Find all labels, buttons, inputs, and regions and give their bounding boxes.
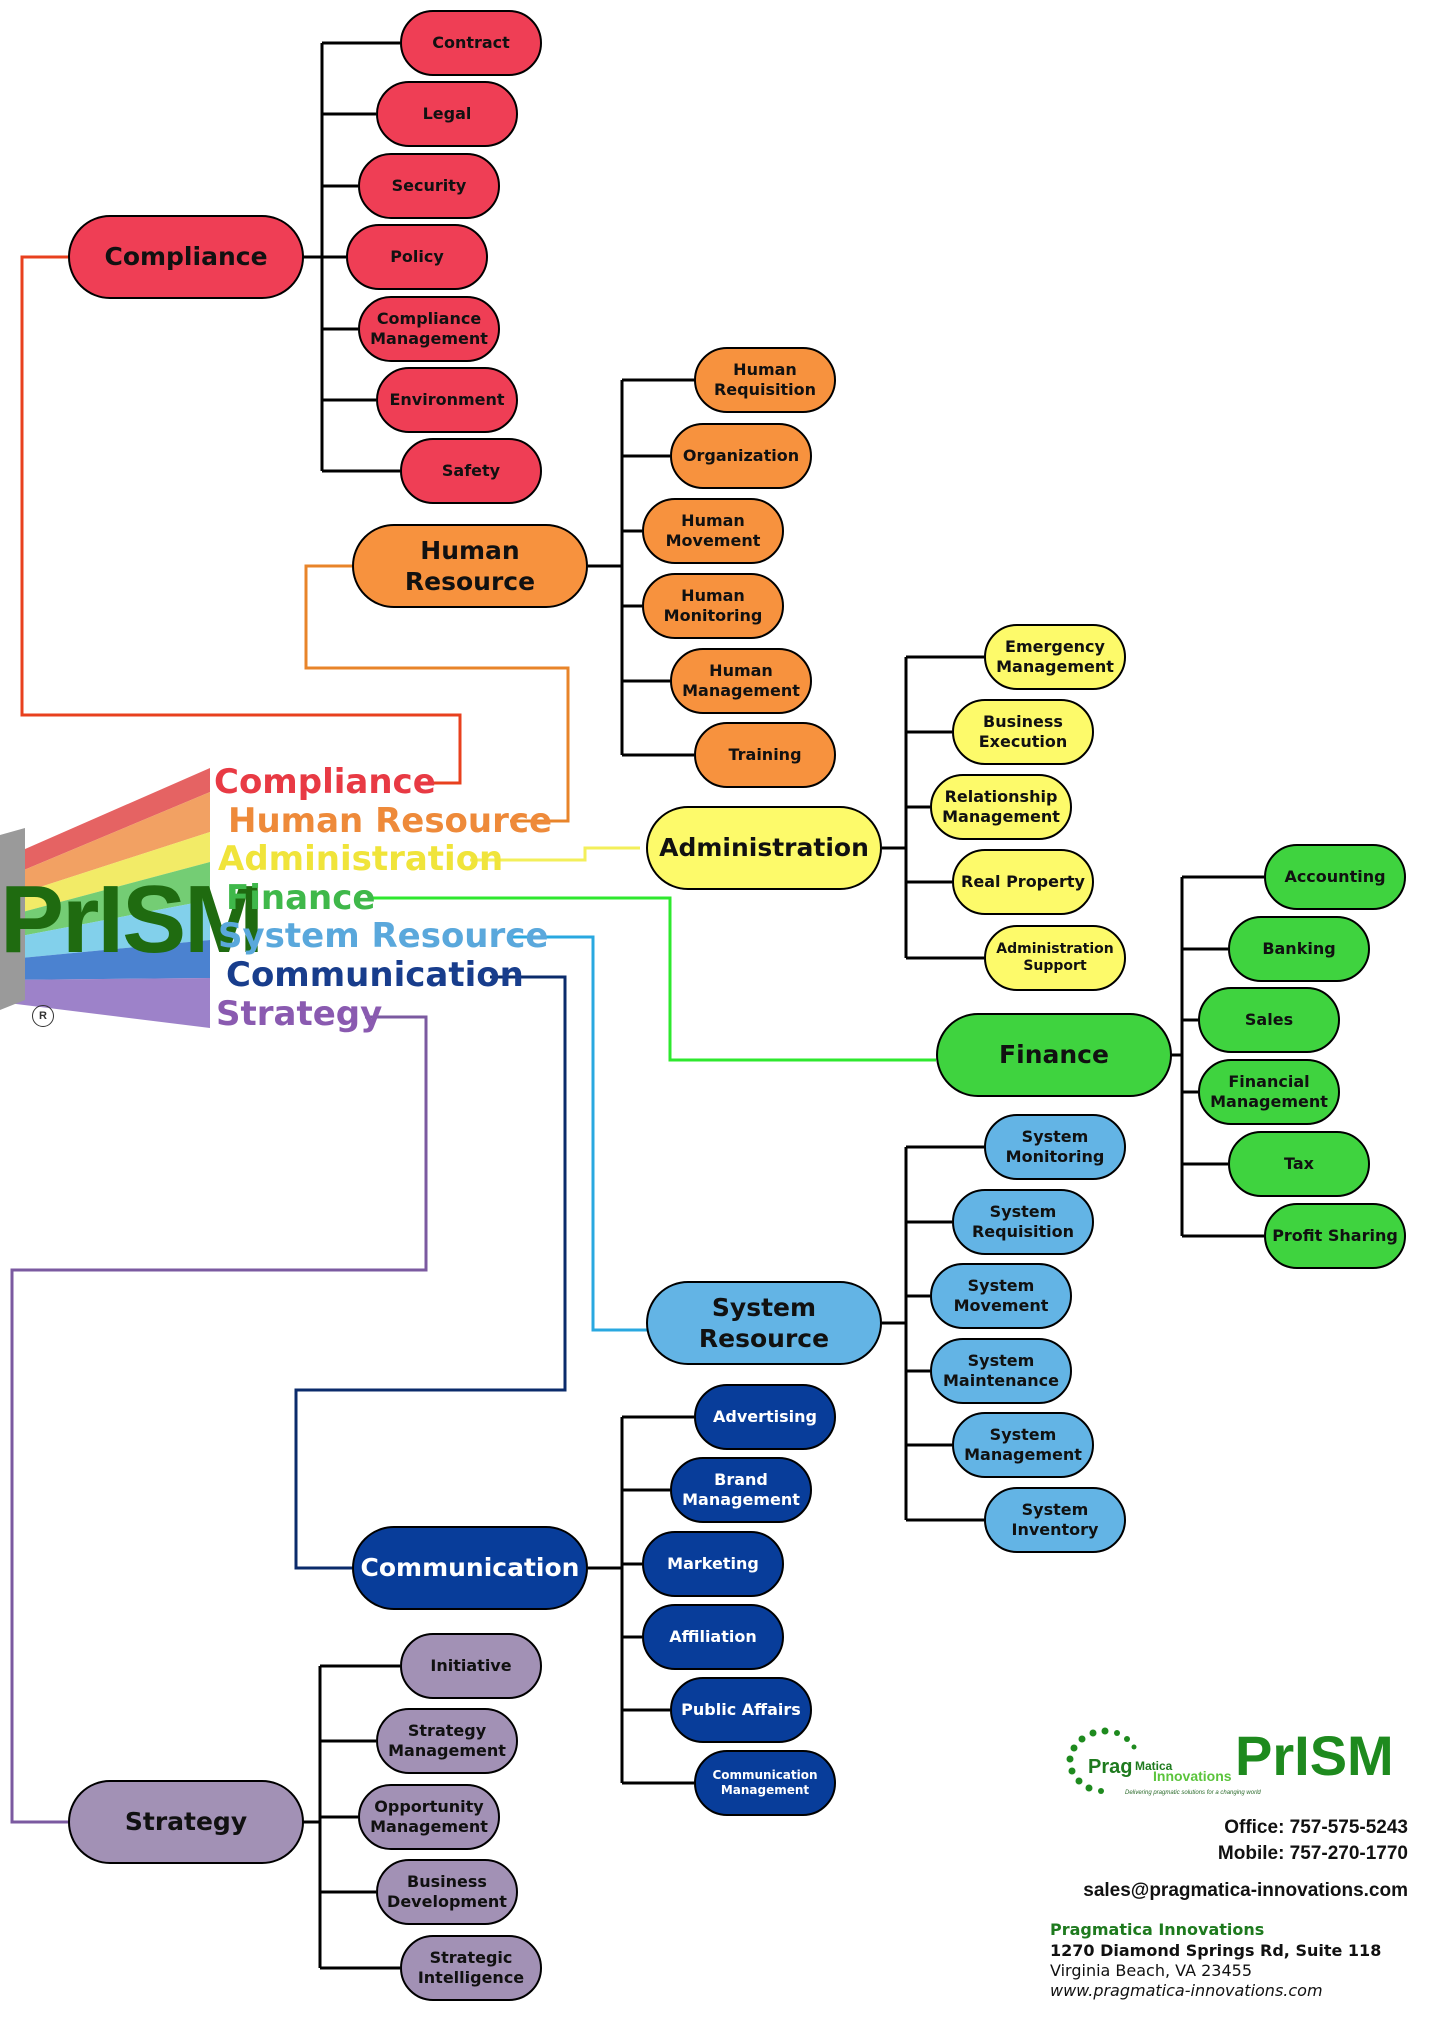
- registered-mark: R: [32, 1005, 54, 1027]
- node-advertising[interactable]: Advertising: [694, 1384, 836, 1450]
- node-banking[interactable]: Banking: [1228, 916, 1370, 982]
- footer-company: Pragmatica Innovations: [1050, 1920, 1265, 1939]
- node-system-maintenance[interactable]: System Maintenance: [930, 1338, 1072, 1404]
- human-resource-connector: [304, 564, 570, 823]
- node-business-development[interactable]: Business Development: [376, 1859, 518, 1925]
- node-finance[interactable]: Finance: [936, 1013, 1172, 1097]
- node-administration-support[interactable]: Administration Support: [984, 925, 1126, 991]
- prism-graphic: PrISM Compliance Human Resource Administ…: [0, 740, 552, 1040]
- prism-beam-icon: [0, 768, 210, 1028]
- node-policy[interactable]: Policy: [346, 224, 488, 290]
- pragmatica-tagline: Delivering pragmatic solutions for a cha…: [1125, 1790, 1261, 1796]
- node-financial-management[interactable]: Financial Management: [1198, 1059, 1340, 1125]
- node-security[interactable]: Security: [358, 153, 500, 219]
- node-strategy-management[interactable]: Strategy Management: [376, 1708, 518, 1774]
- node-communication-management[interactable]: Communication Management: [694, 1750, 836, 1816]
- prism-label-communication: Communication: [226, 955, 524, 995]
- node-human-movement[interactable]: Human Movement: [642, 498, 784, 564]
- node-brand-management[interactable]: Brand Management: [670, 1457, 812, 1523]
- node-administration[interactable]: Administration: [646, 806, 882, 890]
- footer-prism-name: PrISM: [1235, 1724, 1394, 1787]
- node-environment[interactable]: Environment: [376, 367, 518, 433]
- node-compliance-management[interactable]: Compliance Management: [358, 296, 500, 362]
- footer-mobile: Mobile: 757-270-1770: [1217, 1843, 1408, 1864]
- node-real-property[interactable]: Real Property: [952, 849, 1094, 915]
- node-compliance[interactable]: Compliance: [68, 215, 304, 299]
- node-tax[interactable]: Tax: [1228, 1131, 1370, 1197]
- node-human-management[interactable]: Human Management: [670, 648, 812, 714]
- node-profit-sharing[interactable]: Profit Sharing: [1264, 1203, 1406, 1269]
- prism-label-strategy: Strategy: [216, 994, 383, 1034]
- node-initiative[interactable]: Initiative: [400, 1633, 542, 1699]
- finance-connector: [370, 896, 936, 1062]
- prism-logo-text: PrISM: [0, 866, 264, 973]
- node-relationship-management[interactable]: Relationship Management: [930, 774, 1072, 840]
- prism-label-administration: Administration: [218, 839, 504, 879]
- compliance-connector: [20, 255, 462, 785]
- node-system-management[interactable]: System Management: [952, 1412, 1094, 1478]
- pragmatica-logo-word3: Innovations: [1153, 1768, 1232, 1784]
- node-strategic-intelligence[interactable]: Strategic Intelligence: [400, 1935, 542, 2001]
- strategy-connector: [10, 1015, 428, 1824]
- node-human-requisition[interactable]: Human Requisition: [694, 347, 836, 413]
- prism-label-compliance: Compliance: [214, 762, 436, 802]
- node-public-affairs[interactable]: Public Affairs: [670, 1677, 812, 1743]
- communication-connector: [294, 975, 567, 1570]
- node-business-execution[interactable]: Business Execution: [952, 699, 1094, 765]
- node-training[interactable]: Training: [694, 722, 836, 788]
- node-communication[interactable]: Communication: [352, 1526, 588, 1610]
- pragmatica-logo-icon: Prag Matica Innovations Delivering pragm…: [1066, 1724, 1394, 1796]
- node-marketing[interactable]: Marketing: [642, 1531, 784, 1597]
- node-human-resource[interactable]: Human Resource: [352, 524, 588, 608]
- node-human-monitoring[interactable]: Human Monitoring: [642, 573, 784, 639]
- footer-address2: Virginia Beach, VA 23455: [1050, 1961, 1252, 1980]
- footer-office: Office: 757-575-5243: [1224, 1817, 1408, 1838]
- pragmatica-logo-word1: Prag: [1088, 1756, 1132, 1778]
- node-organization[interactable]: Organization: [670, 423, 812, 489]
- footer-email[interactable]: sales@pragmatica-innovations.com: [1083, 1880, 1408, 1901]
- node-system-monitoring[interactable]: System Monitoring: [984, 1114, 1126, 1180]
- node-system-movement[interactable]: System Movement: [930, 1263, 1072, 1329]
- node-contract[interactable]: Contract: [400, 10, 542, 76]
- node-affiliation[interactable]: Affiliation: [642, 1604, 784, 1670]
- node-sales[interactable]: Sales: [1198, 987, 1340, 1053]
- system-resource-connector: [510, 935, 648, 1332]
- node-accounting[interactable]: Accounting: [1264, 844, 1406, 910]
- node-safety[interactable]: Safety: [400, 438, 542, 504]
- node-system-inventory[interactable]: System Inventory: [984, 1487, 1126, 1553]
- node-emergency-management[interactable]: Emergency Management: [984, 624, 1126, 690]
- node-system-requisition[interactable]: System Requisition: [952, 1189, 1094, 1255]
- footer-address1: 1270 Diamond Springs Rd, Suite 118: [1050, 1941, 1382, 1960]
- footer-website[interactable]: www.pragmatica-innovations.com: [1050, 1981, 1323, 2000]
- node-legal[interactable]: Legal: [376, 81, 518, 147]
- node-system-resource[interactable]: System Resource: [646, 1281, 882, 1365]
- prism-label-system-resource: System Resource: [218, 916, 549, 956]
- prism-label-human-resource: Human Resource: [228, 801, 553, 841]
- pragmatica-logo-word2: Matica: [1135, 1759, 1173, 1773]
- node-strategy[interactable]: Strategy: [68, 1780, 304, 1864]
- node-opportunity-management[interactable]: Opportunity Management: [358, 1784, 500, 1850]
- administration-connector: [470, 846, 640, 862]
- prism-label-finance: Finance: [226, 878, 376, 918]
